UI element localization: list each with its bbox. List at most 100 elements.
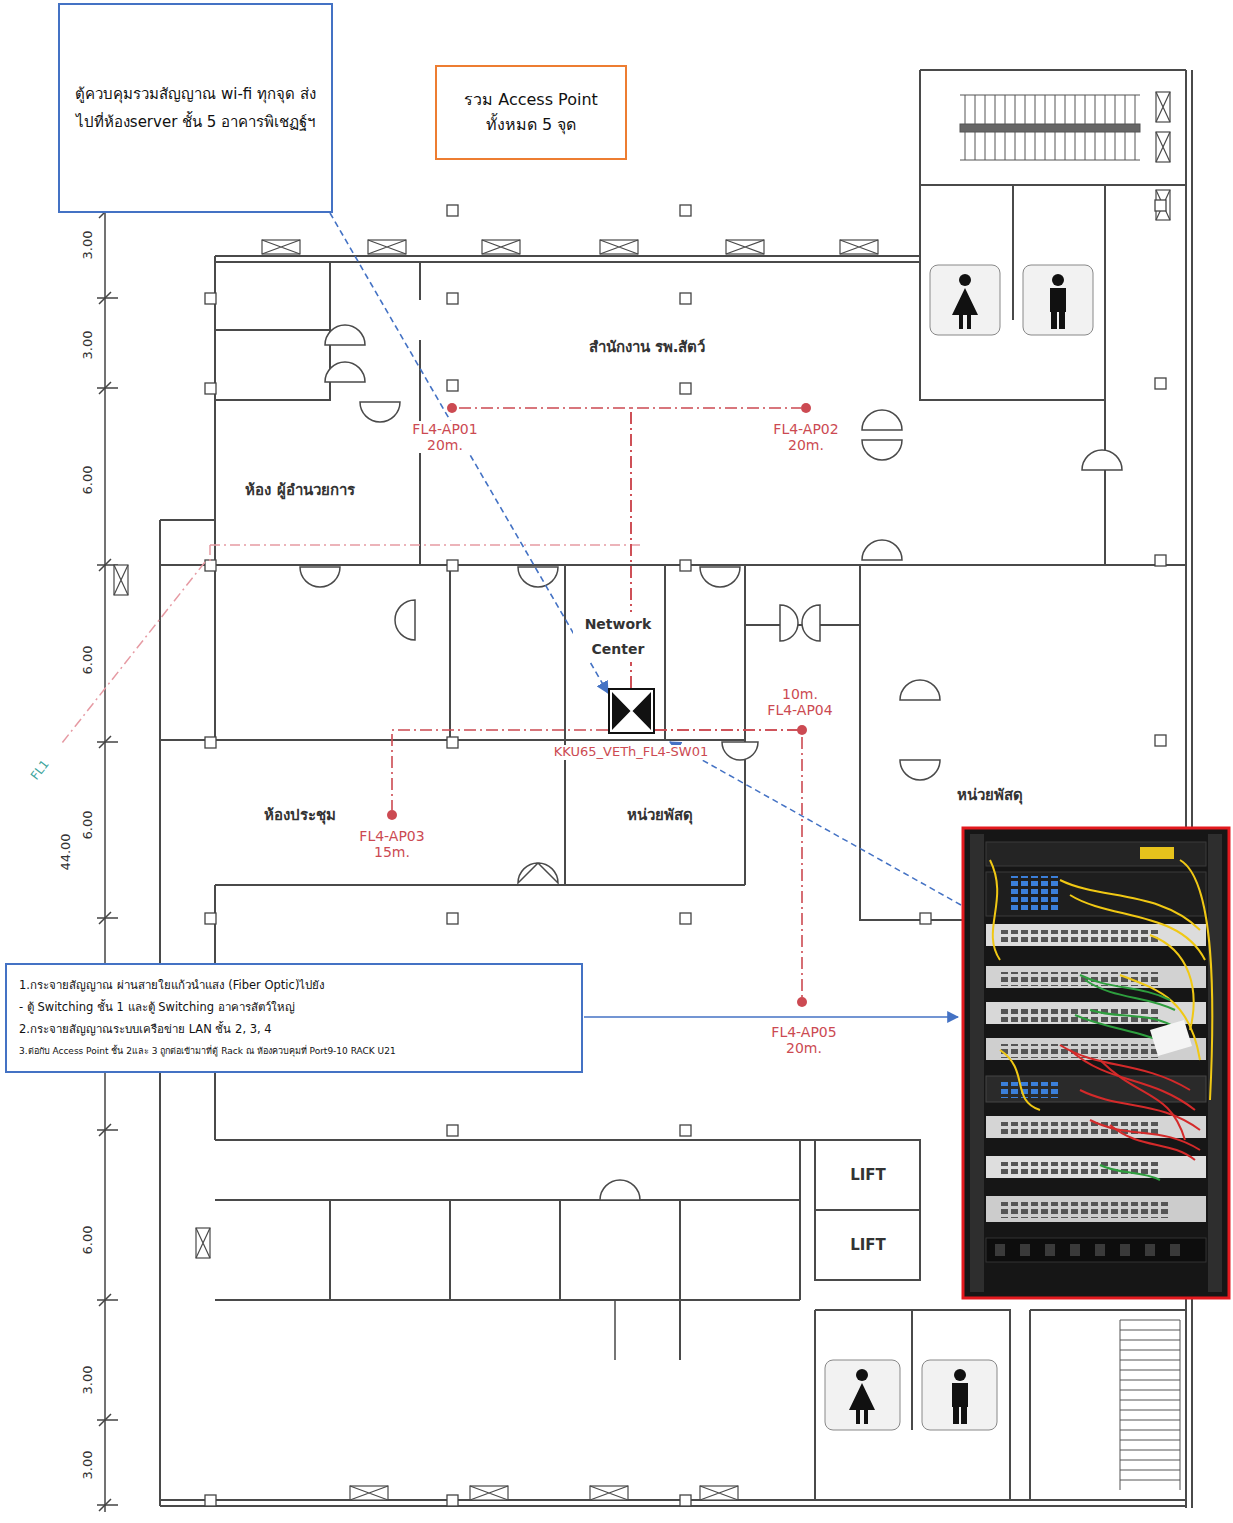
- window: [1156, 190, 1170, 220]
- window: [590, 1486, 628, 1500]
- column: [680, 205, 691, 216]
- node-caption: FL4-AP0120m.: [409, 421, 480, 453]
- wall: [815, 1140, 920, 1280]
- room-label: ห้อง ผู้อำนวยการ: [243, 481, 356, 499]
- room-label: สำนักงาน รพ.สัตว์: [587, 338, 708, 356]
- window: [840, 240, 878, 254]
- door: [300, 567, 340, 587]
- rack-photo: [1100, 1165, 1160, 1180]
- summary-box: รวม Access Point ทั้งหมด 5 จุด: [435, 65, 627, 160]
- access-point-dot: FL4-AP0220m.: [801, 403, 811, 413]
- window: [726, 240, 764, 254]
- box-text: 1.กระจายสัญญาณ ผ่านสายใยแก้วนำแสง (Fiber…: [19, 974, 569, 996]
- window: [114, 565, 128, 595]
- switch-symbol: [609, 689, 654, 733]
- column: [680, 293, 691, 304]
- wall: [160, 262, 920, 565]
- rack-photo: [1000, 1082, 1060, 1098]
- rack-photo: [970, 834, 984, 1292]
- door: [395, 600, 415, 640]
- column: [680, 1125, 691, 1136]
- cable-line: [655, 730, 802, 997]
- window: [840, 240, 878, 254]
- toilet-icon: [952, 1383, 968, 1424]
- window: [350, 1486, 388, 1500]
- wire-tag: FL1: [27, 756, 54, 785]
- window: [700, 1486, 738, 1500]
- rack-photo: [1140, 847, 1174, 859]
- window: [196, 1228, 210, 1258]
- toilet-icon: [959, 274, 971, 286]
- wall: [160, 1500, 1186, 1506]
- cable-line: [392, 730, 608, 810]
- rack-photo: [986, 1116, 1206, 1138]
- column: [447, 380, 458, 391]
- wall: [215, 256, 920, 262]
- caption-text: 10m.: [767, 686, 832, 702]
- window: [700, 1486, 738, 1500]
- column: [447, 293, 458, 304]
- toilet-icon: [856, 1369, 868, 1381]
- window: [726, 240, 764, 254]
- toilet-icon: [1052, 274, 1064, 286]
- rack-photo: [986, 1196, 1206, 1222]
- node-caption: FL4-AP0520m.: [768, 1024, 839, 1056]
- column: [447, 737, 458, 748]
- dimension-line: [97, 205, 118, 1512]
- dimension-text: 3.00: [80, 329, 96, 362]
- door: [900, 680, 940, 780]
- window: [114, 565, 128, 595]
- window: [262, 240, 300, 254]
- caption-text: FL4-AP01: [412, 421, 477, 437]
- window: [262, 240, 300, 254]
- wall: [920, 185, 1105, 400]
- stair: [960, 95, 1140, 160]
- rack-photo: [1070, 895, 1205, 960]
- toilet-icon: [952, 288, 978, 329]
- toilet-icon: [1023, 265, 1093, 335]
- dimension-text: 3.00: [80, 1364, 96, 1397]
- column: [1155, 200, 1166, 211]
- door: [780, 605, 820, 641]
- room-label: Network Center: [573, 612, 663, 662]
- rack-photo: [986, 872, 1206, 916]
- caption-text: 15m.: [359, 844, 424, 860]
- door: [518, 567, 558, 587]
- access-point-dot: 10m.FL4-AP04: [797, 725, 807, 735]
- rack-photo: [986, 842, 1206, 866]
- notes-box: 1.กระจายสัญญาณ ผ่านสายใยแก้วนำแสง (Fiber…: [5, 963, 583, 1073]
- rack-photo: [1060, 880, 1200, 930]
- caption-text: FL4-AP02: [773, 421, 838, 437]
- wire-line: [209, 545, 211, 565]
- column: [447, 205, 458, 216]
- rack-photo: [1000, 930, 1160, 944]
- column: [680, 383, 691, 394]
- window: [1156, 190, 1170, 220]
- wall: [160, 565, 745, 740]
- wall: [215, 884, 745, 886]
- wall: [1030, 1310, 1186, 1500]
- toilet-icon: [1050, 288, 1066, 329]
- lift-label: LIFT: [848, 1236, 888, 1254]
- column: [1155, 378, 1166, 389]
- box-text: ตู้ควบคุมรวมสัญญาณ wi-fi ทุกจุด ส่งไปที่…: [74, 80, 317, 137]
- rack-photo: [986, 966, 1206, 988]
- box-text: - ตู้ Switching ชั้น 1 และตู้ Switching …: [19, 996, 569, 1018]
- node-caption: 10m.FL4-AP04: [764, 686, 835, 718]
- wire-line: [210, 544, 640, 546]
- door: [325, 362, 365, 382]
- room-label: หน่วยพัสดุ: [625, 806, 695, 824]
- rack-photo: [1000, 972, 1160, 986]
- wall: [920, 70, 1186, 262]
- window: [482, 240, 520, 254]
- rack-photo: [1000, 1050, 1040, 1110]
- stair: [1120, 1320, 1180, 1490]
- access-point-dot: FL4-AP0120m.: [447, 403, 457, 413]
- dimension-text: 6.00: [80, 809, 96, 842]
- toilet-icon: [954, 1369, 966, 1381]
- rack-photo: [1010, 876, 1058, 912]
- column: [205, 737, 216, 748]
- rack-photo: [1208, 834, 1222, 1292]
- lift-label: LIFT: [848, 1166, 888, 1184]
